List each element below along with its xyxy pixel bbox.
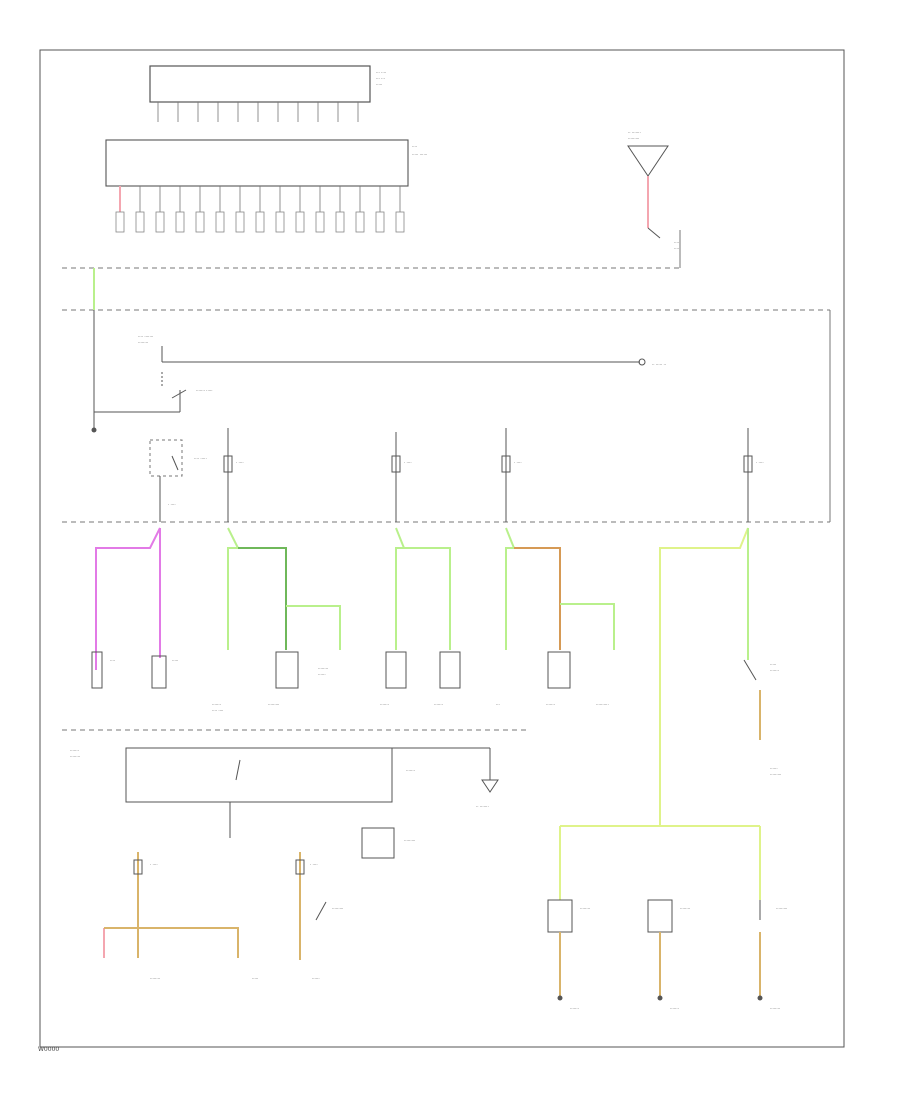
branch-violet: ···· ····· (91, 527, 178, 689)
svg-text:·······: ······· (212, 702, 221, 707)
svg-text:·····: ····· (674, 246, 680, 251)
svg-text:········: ········ (770, 1006, 780, 1011)
svg-text:·······: ······· (70, 748, 79, 753)
svg-text:·······: ······· (406, 768, 415, 773)
svg-text:·········: ········· (404, 838, 415, 843)
svg-text:··· ····: ··· ···· (376, 70, 386, 75)
svg-text:·········: ········· (268, 702, 279, 707)
svg-text:··· ···: ··· ··· (376, 76, 385, 81)
svg-text:·····: ····· (172, 658, 178, 663)
branch-right-green: ····· ······· ······ ········· (559, 527, 781, 900)
svg-text:· ····: · ···· (150, 862, 158, 867)
svg-text:·······: ······· (434, 702, 443, 707)
svg-text:·······: ······· (380, 702, 389, 707)
svg-text:······· ·····: ······· ····· (196, 388, 213, 393)
connector-block (105, 139, 409, 187)
svg-text:········: ········ (580, 906, 590, 911)
svg-text:······: ······ (318, 672, 326, 677)
svg-text:······: ······ (770, 766, 778, 771)
svg-text:··········: ·········· (596, 702, 609, 707)
branch-green-2: ······· ······· (380, 527, 461, 707)
svg-text:····· ······: ····· ······ (412, 152, 427, 157)
svg-text:···· ·······: ···· ······· (138, 334, 153, 339)
svg-text:·········: ········· (776, 906, 787, 911)
svg-text:·····: ····· (770, 662, 776, 667)
lower-switch-block: ······· ········ ······· ·· ······· ····… (70, 747, 499, 859)
left-power-feed (91, 268, 180, 433)
branch-green-1: ······· ···· ···· ········· ········ ···… (212, 527, 341, 713)
branch-bottom-mid: · ···· ········· ······ (295, 852, 343, 981)
svg-text:········: ········ (150, 976, 160, 981)
svg-text:·······: ······· (546, 702, 555, 707)
svg-text:·····: ····· (376, 82, 382, 87)
diagram-border (39, 49, 845, 1048)
svg-text:·· ·······: ·· ······· (476, 804, 489, 809)
svg-text:····: ···· (412, 144, 417, 149)
branch-bottom-right: ········ ········ ········· ······· ····… (547, 899, 787, 1011)
svg-text:· ····: · ···· (236, 460, 244, 465)
svg-text:······: ······ (312, 976, 320, 981)
footer-code: W0000 (38, 1046, 60, 1053)
svg-text:···· ····: ···· ···· (212, 708, 223, 713)
svg-text:· ····: · ···· (756, 460, 764, 465)
svg-text:········: ········ (680, 906, 690, 911)
svg-text:· ····: · ···· (168, 502, 176, 507)
svg-text:·······: ······· (770, 668, 779, 673)
svg-text:·········: ········· (770, 772, 781, 777)
relay-mid: ···· ······· ········ ·· ····· ·· ······… (138, 334, 666, 412)
svg-text:· ····: · ···· (310, 862, 318, 867)
svg-text:·········: ········· (628, 136, 639, 141)
ignition-switch: ···· ····· · ···· (149, 439, 207, 522)
svg-text:· ····: · ···· (514, 460, 522, 465)
svg-text:·· ····· ··: ·· ····· ·· (652, 362, 666, 367)
ground-top-right: ·· ······· ········· ···· ····· (627, 130, 680, 251)
svg-text:·· ·······: ·· ······· (628, 130, 641, 135)
branch-orange: ··· ······· ·········· (496, 527, 615, 707)
fuse-row-mid (223, 428, 753, 522)
svg-text:········: ········ (138, 340, 148, 345)
svg-text:········: ········ (70, 754, 80, 759)
svg-text:····: ···· (674, 240, 679, 245)
branch-bottom-left: · ···· ········ ····· (103, 852, 258, 981)
svg-text:· ····: · ···· (404, 460, 412, 465)
svg-text:·····: ····· (252, 976, 258, 981)
svg-text:···: ··· (496, 702, 500, 707)
svg-text:········: ········ (318, 666, 328, 671)
svg-text:····: ···· (110, 658, 115, 663)
svg-text:···· ·····: ···· ····· (194, 456, 207, 461)
fuse-block-box (149, 65, 371, 103)
svg-text:·········: ········· (332, 906, 343, 911)
svg-text:·······: ······· (570, 1006, 579, 1011)
fuse-panel-top: ··· ···· ··· ··· ····· ···· ····· ······ (105, 65, 427, 233)
svg-text:·······: ······· (670, 1006, 679, 1011)
